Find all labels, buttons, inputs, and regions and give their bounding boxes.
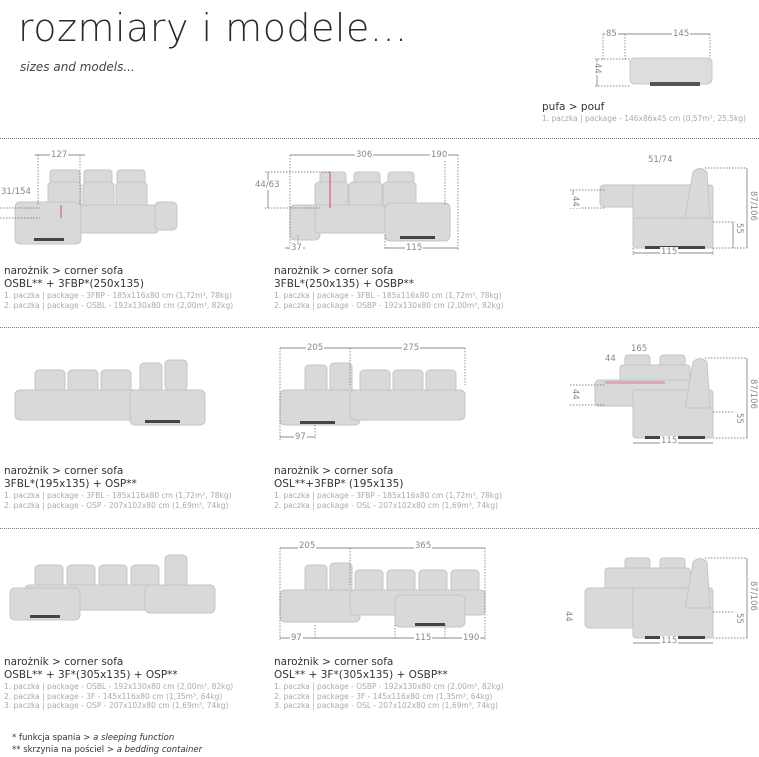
package-info: 3. paczka | package - OSL - 207x102x80 c…	[274, 701, 499, 710]
dim-left: 31/154	[0, 187, 32, 197]
package-info: 1. paczka | package - OSBL - 192x130x80 …	[4, 682, 234, 691]
pouf-name: pufa > pouf	[542, 101, 605, 113]
footnote-text: a sleeping function	[93, 733, 175, 743]
product-caption: narożnik > corner sofa 3FBL*(195x135) + …	[4, 465, 232, 510]
product-caption: narożnik > corner sofa 3FBL*(250x135) + …	[274, 265, 504, 310]
side-dim-right: 87/106	[748, 190, 758, 222]
dim-bottom-left: 97	[294, 432, 307, 442]
footnote-bedding: ** skrzynia na pościel > a bedding conta…	[12, 745, 202, 755]
product-caption: narożnik > corner sofa OSL**+3FBP* (195x…	[274, 465, 502, 510]
page-subtitle: sizes and models...	[20, 60, 135, 74]
product-type: narożnik > corner sofa	[274, 265, 394, 277]
side-dim-bottom: 115	[660, 247, 679, 257]
dim-top-right: 190	[430, 150, 449, 160]
dim-top: 365	[414, 541, 433, 551]
package-info: 1. paczka | package - 3FBP - 185x116x80 …	[4, 291, 232, 300]
package-info: 2. paczka | package - OSP - 207x102x80 c…	[4, 500, 229, 510]
dim-bottom-left: 97	[290, 633, 303, 643]
dim-bottom-right: 115	[405, 243, 424, 253]
footnote-mark: ** skrzynia na pościel >	[12, 745, 117, 755]
product-caption: narożnik > corner sofa OSBL** + 3F*(305x…	[4, 656, 233, 711]
product-model: 3FBL*(195x135) + OSP**	[4, 478, 137, 490]
footnote-mark: * funkcja spania >	[12, 733, 94, 743]
package-info: 2. paczka | package - 3F - 145x116x80 cm…	[274, 691, 493, 701]
sofa-drawing-osl-3fbp	[279, 347, 466, 440]
dim-bottom-mid: 115	[414, 633, 433, 643]
side-dim-bottom: 115	[660, 436, 679, 446]
dim-top-left: 205	[306, 343, 325, 353]
sofa-drawing-3fbl-osp	[14, 359, 206, 426]
side-view-drawing	[584, 557, 748, 644]
product-type: narożnik > corner sofa	[4, 265, 124, 277]
product-caption: narożnik > corner sofa OSBL** + 3FBP*(25…	[4, 265, 233, 310]
package-info: 1. paczka | package - 3FBL - 185x116x80 …	[4, 491, 232, 500]
dim-top: 275	[402, 343, 421, 353]
divider	[0, 138, 759, 139]
side-dim-top: 51/74	[647, 155, 674, 165]
package-info: 3. paczka | package - OSP - 207x102x80 c…	[4, 701, 229, 710]
product-type: narożnik > corner sofa	[274, 656, 394, 668]
dim-top: 127	[50, 150, 69, 160]
sofa-drawing-osbl-3fbp	[0, 154, 178, 245]
pouf-caption: pufa > pouf 1. paczka | package - 146x86…	[542, 101, 746, 124]
package-info: 2. paczka | package - OSBL - 192x130x80 …	[4, 300, 234, 310]
dim-bottom-left: 37	[290, 243, 303, 253]
side-dim-inner: 55	[734, 612, 744, 625]
dim-left: 44/63	[254, 180, 281, 190]
side-dim-inner: 55	[734, 222, 744, 235]
package-info: 2. paczka | package - OSL - 207x102x80 c…	[274, 500, 499, 510]
product-model: OSBL** + 3FBP*(250x135)	[4, 278, 144, 290]
pouf-dim-depth: 85	[605, 29, 618, 39]
side-view-drawing	[570, 354, 748, 444]
dim-top: 306	[355, 150, 374, 160]
product-model: 3FBL*(250x135) + OSBP**	[274, 278, 414, 290]
dim-top-left: 205	[298, 541, 317, 551]
side-dim-left: 44	[570, 195, 580, 208]
product-type: narożnik > corner sofa	[4, 656, 124, 668]
package-info: 1. paczka | package - 3FBL - 185x116x80 …	[274, 291, 502, 300]
dim-bottom-right: 190	[462, 633, 481, 643]
side-dim-top: 165	[630, 344, 649, 354]
side-dim-top-inner: 44	[604, 354, 617, 364]
product-model: OSL**+3FBP* (195x135)	[274, 478, 404, 490]
side-view-drawing	[570, 167, 748, 255]
sofa-drawing-osbl-3f-osp	[9, 554, 216, 621]
side-dim-left: 44	[563, 610, 573, 623]
pouf-dim-height: 44	[592, 62, 602, 75]
package-info: 1. paczka | package - 3FBP - 185x116x80 …	[274, 491, 502, 500]
pouf-dim-width: 145	[672, 29, 691, 39]
footnote-sleeping: * funkcja spania > a sleeping function	[12, 733, 174, 743]
package-info: 2. paczka | package - OSBP - 192x130x80 …	[274, 300, 504, 310]
side-dim-inner: 55	[734, 412, 744, 425]
page-title: rozmiary i modele...	[18, 6, 408, 50]
divider	[0, 327, 759, 328]
side-dim-right: 87/106	[748, 580, 758, 612]
side-dim-bottom: 115	[660, 636, 679, 646]
product-model: OSL** + 3F*(305x135) + OSBP**	[274, 669, 448, 681]
sofa-drawing-3fbl-osbp	[265, 154, 459, 250]
product-caption: narożnik > corner sofa OSL** + 3F*(305x1…	[274, 656, 504, 711]
side-dim-left: 44	[570, 388, 580, 401]
product-type: narożnik > corner sofa	[274, 465, 394, 477]
package-info: 2. paczka | package - 3F - 145x116x80 cm…	[4, 691, 223, 701]
product-model: OSBL** + 3F*(305x135) + OSP**	[4, 669, 178, 681]
sofa-drawing-osl-3f-osbp	[279, 547, 486, 640]
product-type: narożnik > corner sofa	[4, 465, 124, 477]
package-info: 1. paczka | package - OSBP - 192x130x80 …	[274, 682, 504, 691]
side-dim-right: 87/106	[748, 378, 758, 410]
pouf-package: 1. paczka | package - 146x86x45 cm (0,57…	[542, 114, 747, 123]
footnote-text: a bedding container	[116, 745, 203, 755]
divider	[0, 528, 759, 529]
